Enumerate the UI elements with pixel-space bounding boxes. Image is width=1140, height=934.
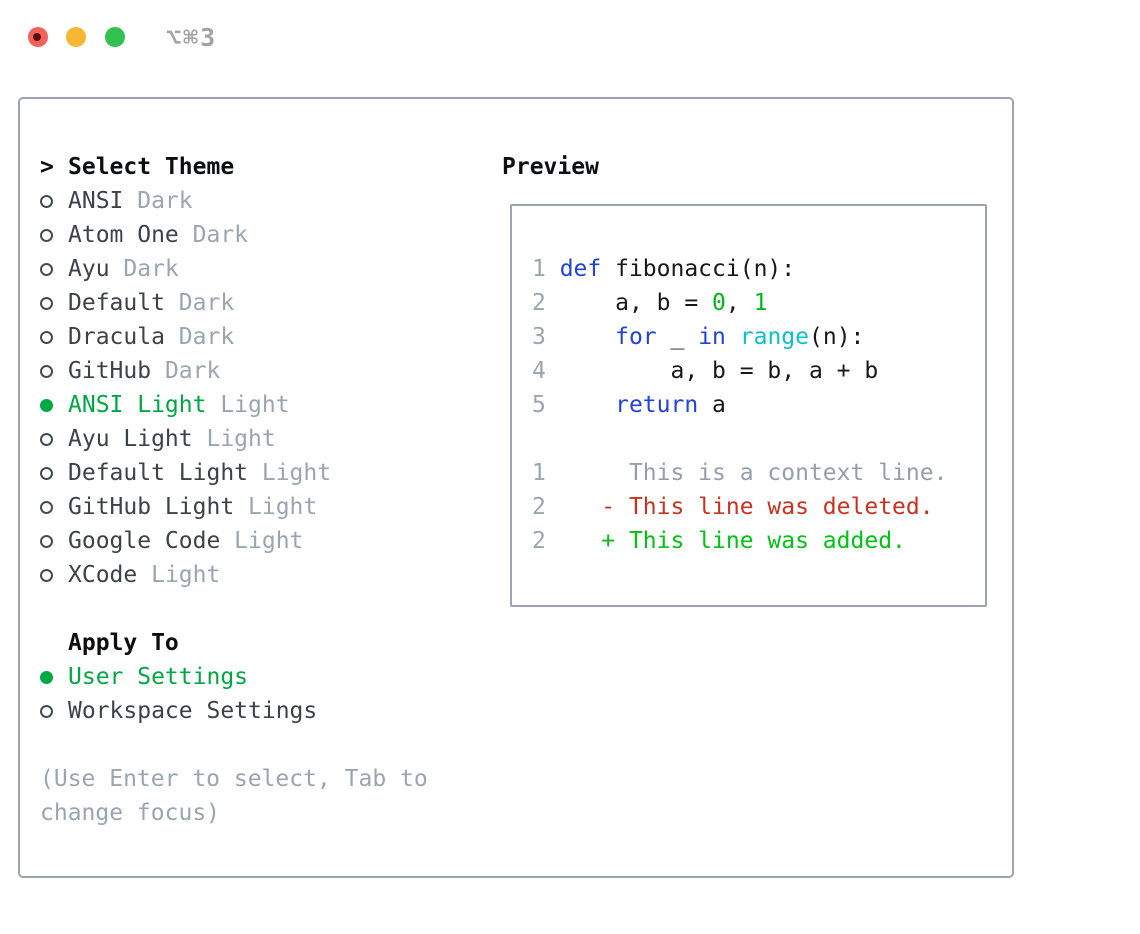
theme-name: ANSI Light: [68, 392, 207, 418]
theme-option-ayu-light[interactable]: Ayu Light Light: [40, 422, 480, 456]
theme-option-atom-one[interactable]: Atom One Dark: [40, 218, 480, 252]
radio-icon: [40, 296, 68, 310]
theme-variant: Light: [206, 426, 276, 452]
theme-variant: Dark: [137, 188, 193, 214]
close-button-icon[interactable]: [28, 27, 48, 47]
radio-icon: [40, 432, 68, 446]
radio-selected-icon: [40, 670, 68, 684]
theme-name: Ayu: [68, 256, 110, 282]
help-text: (Use Enter to select, Tab to change focu…: [40, 766, 428, 826]
code-line: 4 a, b = b, a + b: [532, 358, 879, 384]
radio-icon: [40, 568, 68, 582]
zoom-button-icon[interactable]: [105, 27, 125, 47]
theme-option-xcode[interactable]: XCode Light: [40, 558, 480, 592]
apply-to-title: Apply To: [68, 630, 179, 656]
theme-variant: Light: [234, 528, 304, 554]
radio-icon: [40, 500, 68, 514]
apply-option-user-settings[interactable]: User Settings: [40, 660, 480, 694]
apply-option-label: User Settings: [68, 664, 249, 690]
theme-name: Google Code: [68, 528, 221, 554]
theme-option-dracula[interactable]: Dracula Dark: [40, 320, 480, 354]
minimize-button-icon[interactable]: [66, 27, 86, 47]
code-line: 1 def fibonacci(n):: [532, 256, 796, 282]
diff-line: 2 - This line was deleted.: [532, 494, 934, 520]
diff-line: 1 This is a context line.: [532, 460, 948, 486]
spacer: [40, 592, 480, 626]
theme-name: ANSI: [68, 188, 124, 214]
theme-variant: Light: [220, 392, 290, 418]
theme-variant: Dark: [164, 358, 221, 384]
theme-option-ansi[interactable]: ANSI Dark: [40, 184, 480, 218]
theme-name: GitHub: [68, 358, 152, 384]
theme-option-ansi-light[interactable]: ANSI Light Light: [40, 388, 480, 422]
theme-variant: Dark: [123, 256, 179, 282]
radio-icon: [40, 194, 68, 208]
theme-variant: Light: [151, 562, 221, 588]
focus-caret-icon: >: [40, 154, 54, 180]
radio-icon: [40, 466, 68, 480]
code-line: 3 for _ in range(n):: [532, 324, 865, 350]
window-title: ⌥⌘3: [166, 23, 218, 52]
theme-name: GitHub Light: [68, 494, 235, 520]
diff-line: 2 + This line was added.: [532, 528, 906, 554]
code-preview: 1 def fibonacci(n): 2 a, b = 0, 1 3 for _ …: [532, 252, 985, 422]
diff-preview: 1 This is a context line. 2 - This line w…: [532, 456, 985, 558]
theme-variant: Light: [248, 494, 318, 520]
theme-name: Default: [68, 290, 165, 316]
apply-option-label: Workspace Settings: [68, 698, 318, 724]
theme-variant: Light: [261, 460, 332, 486]
radio-icon: [40, 534, 68, 548]
preview-pane: 1 def fibonacci(n): 2 a, b = 0, 1 3 for _ …: [510, 204, 987, 607]
code-line: 5 return a: [532, 392, 726, 418]
select-theme-title: Select Theme: [68, 154, 235, 180]
theme-option-github-light[interactable]: GitHub Light Light: [40, 490, 480, 524]
theme-name: Atom One: [68, 222, 179, 248]
theme-variant: Dark: [178, 324, 235, 350]
code-line: 2 a, b = 0, 1: [532, 290, 768, 316]
select-theme-heading: > Select Theme: [40, 150, 480, 184]
radio-icon: [40, 228, 68, 242]
theme-option-github[interactable]: GitHub Dark: [40, 354, 480, 388]
apply-to-heading: Apply To: [40, 626, 480, 660]
theme-variant: Dark: [192, 222, 249, 248]
theme-option-default[interactable]: Default Dark: [40, 286, 480, 320]
theme-option-ayu[interactable]: Ayu Dark: [40, 252, 480, 286]
radio-icon: [40, 262, 68, 276]
theme-variant: Dark: [178, 290, 235, 316]
radio-selected-icon: [40, 398, 68, 412]
radio-icon: [40, 704, 68, 718]
radio-icon: [40, 364, 68, 378]
preview-title: Preview: [502, 154, 599, 180]
theme-name: Dracula: [68, 324, 165, 350]
radio-icon: [40, 330, 68, 344]
theme-option-default-light[interactable]: Default Light Light: [40, 456, 480, 490]
spacer: [40, 728, 480, 762]
theme-name: XCode: [68, 562, 138, 588]
theme-name: Ayu Light: [68, 426, 193, 452]
theme-option-google-code[interactable]: Google Code Light: [40, 524, 480, 558]
apply-option-workspace-settings[interactable]: Workspace Settings: [40, 694, 480, 728]
theme-name: Default Light: [68, 460, 249, 486]
